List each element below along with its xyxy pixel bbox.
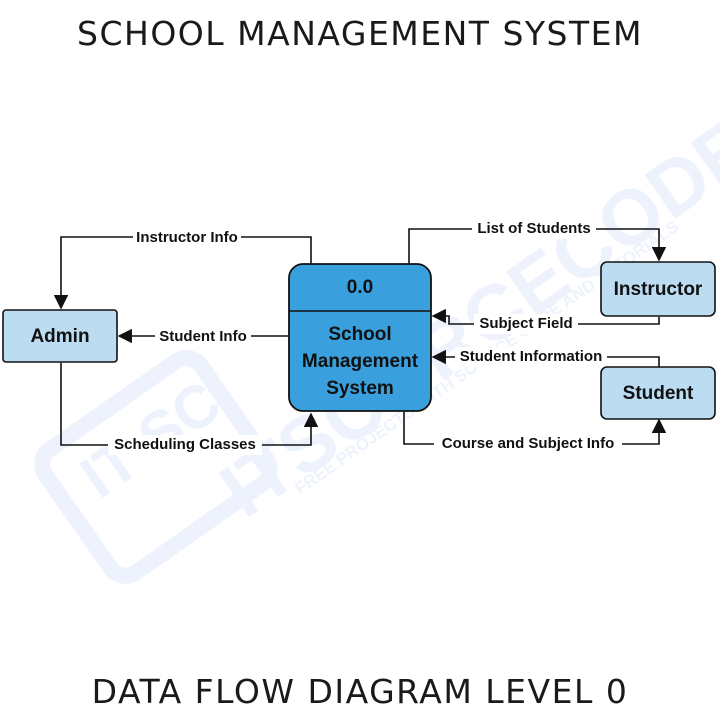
- flow-label-list-of-students: List of Students: [472, 219, 596, 239]
- watermark-brand: ITSOURCECODE: [204, 101, 720, 534]
- entity-admin-label: Admin: [30, 326, 89, 347]
- process-id: 0.0: [347, 277, 373, 298]
- page-title: SCHOOL MANAGEMENT SYSTEM: [77, 14, 643, 53]
- page-footer: DATA FLOW DIAGRAM LEVEL 0: [91, 672, 629, 711]
- process-school-management-system[interactable]: 0.0 School Management System: [288, 263, 432, 412]
- entity-student-label: Student: [623, 383, 694, 404]
- entity-instructor[interactable]: Instructor: [600, 261, 716, 317]
- process-name-line-1: School: [328, 324, 391, 345]
- process-name-line-2: Management: [302, 351, 419, 372]
- flow-instructor-info: [53, 236, 312, 310]
- flow-label-subject-field: Subject Field: [474, 314, 578, 334]
- svg-text:Student Info: Student Info: [159, 328, 246, 345]
- entity-instructor-label: Instructor: [614, 279, 703, 300]
- svg-text:Instructor Info: Instructor Info: [136, 229, 238, 246]
- flow-label-student-info: Student Info: [155, 326, 251, 346]
- flow-label-course-subject-info: Course and Subject Info: [434, 434, 622, 454]
- flow-label-student-information: Student Information: [455, 347, 607, 367]
- flow-subject-field: [431, 308, 660, 325]
- entity-admin[interactable]: Admin: [2, 309, 118, 363]
- svg-text:Subject Field: Subject Field: [479, 315, 572, 332]
- svg-text:Scheduling Classes: Scheduling Classes: [114, 436, 256, 453]
- entity-student[interactable]: Student: [600, 366, 716, 420]
- svg-text:Student Information: Student Information: [460, 348, 603, 365]
- flow-label-instructor-info: Instructor Info: [133, 227, 241, 247]
- svg-text:Course and Subject Info: Course and Subject Info: [442, 435, 615, 452]
- flow-label-scheduling-classes: Scheduling Classes: [108, 435, 262, 455]
- svg-text:List of Students: List of Students: [477, 220, 590, 237]
- process-name-line-3: System: [326, 378, 394, 399]
